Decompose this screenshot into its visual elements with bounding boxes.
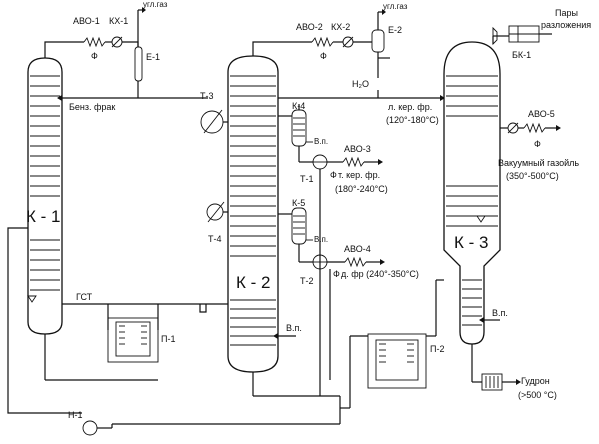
t3-exchanger-icon — [200, 110, 224, 134]
avo1-label: АВО-1 — [73, 16, 100, 26]
k1-overhead: АВО-1 КХ-1 Ф Е-1 угл.газ Бенз. фрак — [44, 0, 208, 112]
avo2-coil-icon — [311, 36, 334, 48]
k5-stripper-icon — [291, 207, 307, 245]
bk1-ejector-icon — [492, 26, 498, 46]
vp-k5-label: В.п. — [314, 235, 328, 244]
column-k3-trays — [446, 75, 498, 326]
k3-bottom-system: В.п. Гудрон (>500 °C) — [471, 308, 557, 400]
n1-pump-icon — [82, 420, 98, 436]
bk1-label: БК-1 — [512, 50, 531, 60]
f4-label: Ф — [333, 269, 340, 279]
column-k1: К - 1 — [26, 57, 63, 335]
k1-bottom-system: ГСТ П-1 — [44, 292, 228, 381]
column-k2: К - 2 — [227, 55, 279, 373]
k3-overhead: Пары разложения БК-1 — [492, 8, 591, 60]
lkf-label: л. кер. фр. — [388, 102, 432, 112]
dfr-label: д. фр (240°-350°C) — [341, 269, 419, 279]
k4-label: К-4 — [292, 101, 305, 111]
t2-heat-exchanger: Т-2 АВО-4 Ф д. фр (240°-350°C) — [299, 244, 419, 380]
kh2-label: КХ-2 — [331, 22, 350, 32]
e2-separator-icon — [371, 29, 385, 53]
p2-label: П-2 — [430, 344, 444, 354]
furnace-p2: П-2 — [367, 279, 444, 389]
k2-overhead: АВО-2 КХ-2 Ф Е-2 угл.газ H₂O л. кер. фр.… — [252, 2, 445, 125]
avo5-coil-icon — [523, 122, 546, 134]
gst-label: ГСТ — [76, 292, 93, 302]
benz-label: Бенз. фрак — [69, 102, 115, 112]
t1-label: Т-1 — [300, 174, 314, 184]
vg-label-2: (350°-500°C) — [506, 171, 559, 181]
k5-label: К-5 — [292, 198, 305, 208]
k4-stripper-icon — [291, 109, 307, 147]
gudron-cooler-icon — [481, 373, 503, 391]
avo3-coil-icon — [342, 156, 365, 168]
k1-level-marker — [27, 295, 37, 303]
t3-label: Т-3 — [200, 91, 214, 101]
t1-heat-exchanger: Т-1 АВО-3 Ф т. кер. фр. (180°-240°C) — [299, 144, 388, 396]
avo4-label: АВО-4 — [344, 244, 371, 254]
p1-coils — [119, 325, 147, 345]
k3-side-draw: АВО-5 Ф Вакуумный газойль (350°-500°C) — [498, 109, 579, 181]
column-k2-label: К - 2 — [236, 273, 270, 292]
avo5-label: АВО-5 — [528, 109, 555, 119]
stripper-k5: К-5 В.п. — [278, 198, 328, 262]
vp-k4-label: В.п. — [314, 137, 328, 146]
pary-label-1: Пары — [555, 8, 578, 18]
column-k1-trays — [30, 75, 60, 291]
f1-label: Ф — [91, 51, 98, 61]
column-k3: К - 3 — [443, 41, 501, 345]
avo1-coil-icon — [83, 36, 106, 48]
gas2-label: угл.газ — [383, 2, 408, 11]
t4-label: Т-4 — [208, 234, 222, 244]
vp-k3-label: В.п. — [492, 308, 508, 318]
e1-separator-icon — [134, 46, 143, 82]
k2-bottom-system: В.п. — [252, 323, 368, 424]
avo2-label: АВО-2 — [296, 22, 323, 32]
vp-k2-label: В.п. — [286, 323, 302, 333]
column-k2-trays — [230, 75, 276, 346]
f2-label: Ф — [320, 51, 327, 61]
lkf-range-label: (120°-180°C) — [386, 115, 439, 125]
feed-line: Н-1 — [7, 227, 340, 436]
kh1-label: КХ-1 — [109, 16, 128, 26]
vg-label-1: Вакуумный газойль — [498, 158, 579, 168]
n1-label: Н-1 — [68, 410, 83, 420]
p1-furnace-icon — [107, 317, 159, 363]
p2-furnace-icon — [367, 333, 427, 389]
k3-level-marker — [476, 215, 486, 223]
avo3-label: АВО-3 — [344, 144, 371, 154]
tkf-label: т. кер. фр. — [338, 170, 380, 180]
column-k3-label: К - 3 — [454, 233, 488, 252]
gas1-label: угл.газ — [143, 0, 168, 9]
stripper-k4: К-4 В.п. — [278, 101, 328, 162]
t3-heat-exchanger: Т-3 — [200, 91, 228, 134]
t4-heat-exchanger: Т-4 — [206, 201, 228, 244]
p1-label: П-1 — [161, 334, 175, 344]
t2-label: Т-2 — [300, 276, 314, 286]
h2o-label: H₂O — [352, 79, 369, 89]
column-k1-label: К - 1 — [26, 207, 60, 226]
tkf-range-label: (180°-240°C) — [335, 184, 388, 194]
pary-label-2: разложения — [541, 20, 591, 30]
e1-label: Е-1 — [146, 52, 160, 62]
e2-label: Е-2 — [388, 25, 402, 35]
f5-label: Ф — [534, 139, 541, 149]
gudron-label-2: (>500 °C) — [518, 390, 557, 400]
gudron-label-1: Гудрон — [521, 376, 550, 386]
avo4-coil-icon — [344, 256, 367, 268]
f3-label: Ф — [330, 170, 337, 180]
